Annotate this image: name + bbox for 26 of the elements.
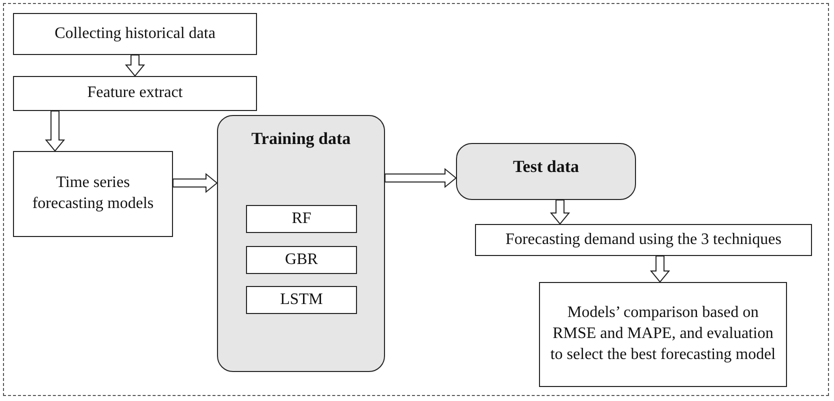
block-arrow <box>650 256 670 283</box>
rounded-box <box>217 115 385 372</box>
process-box <box>13 13 257 55</box>
box-text: Feature extract <box>87 83 183 104</box>
box-text: Forecasting demand using the 3 techniques <box>506 230 782 250</box>
box-text: LSTM <box>280 290 323 310</box>
block-arrow <box>124 54 146 77</box>
rounded-box <box>456 143 636 200</box>
box-text: Collecting historical data <box>54 24 216 44</box>
process-box <box>13 151 173 237</box>
block-arrow <box>44 110 66 152</box>
box-text: RF <box>292 208 312 229</box>
process-box <box>246 246 357 274</box>
box-text: Models’ comparison based on RMSE and MAPE, and evaluation to select the best forecasting model <box>549 303 777 365</box>
process-box <box>246 286 357 314</box>
process-box <box>246 205 357 233</box>
block-arrow <box>550 200 570 225</box>
process-box <box>13 76 257 111</box>
box-heading: Test data <box>513 156 579 178</box>
box-text: GBR <box>285 250 318 270</box>
process-box <box>475 224 812 256</box>
box-heading: Training data <box>251 128 351 150</box>
block-arrow <box>172 172 218 194</box>
block-arrow <box>384 168 457 188</box>
box-text: Time series forecasting models <box>31 173 155 214</box>
process-box <box>539 282 787 387</box>
